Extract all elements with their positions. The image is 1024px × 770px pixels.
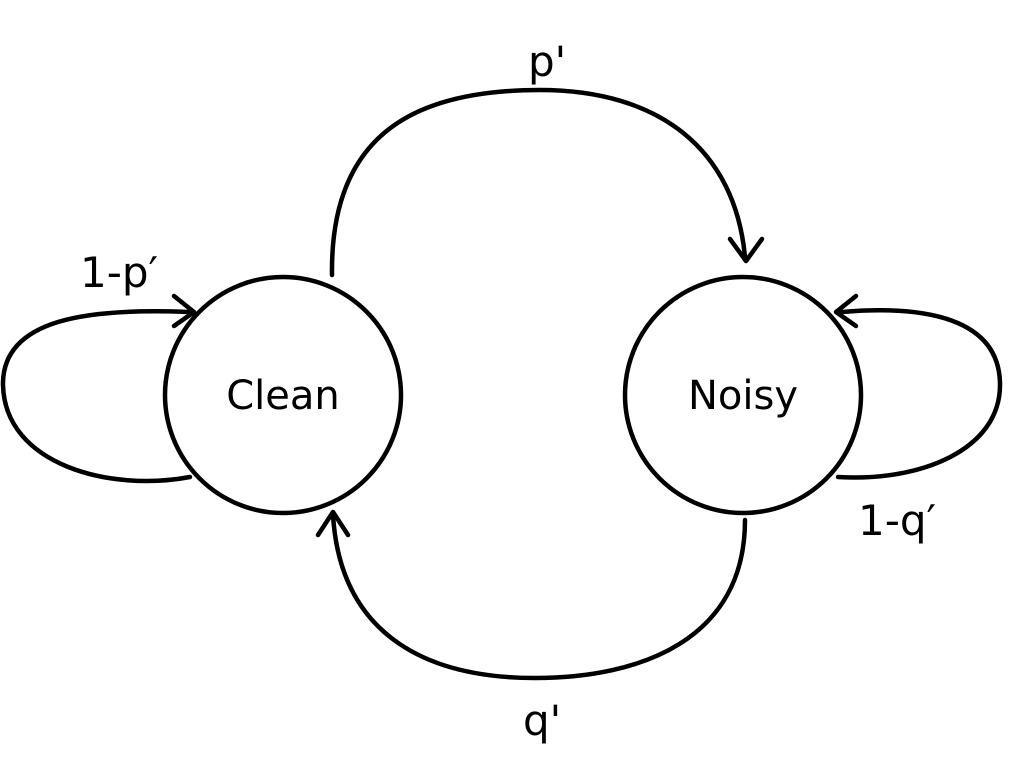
clean-to-noisy-arrowhead — [727, 236, 765, 264]
noisy-self-loop-edge — [835, 308, 1003, 480]
clean-state-label: Clean — [226, 373, 340, 419]
noisy-state-label: Noisy — [688, 373, 798, 419]
noisy-to-clean-edge — [330, 512, 748, 681]
noisy-to-clean-arrowhead — [315, 509, 351, 538]
clean-self-loop-arrowhead — [171, 293, 197, 329]
clean-to-noisy-edge — [329, 87, 748, 278]
clean-self-loop-label: 1-p′ — [80, 248, 158, 297]
noisy-state-node — [622, 274, 864, 516]
clean-state-node — [162, 274, 404, 516]
noisy-to-clean-label: q' — [523, 696, 561, 745]
clean-to-noisy-label: p' — [528, 37, 566, 86]
noisy-self-loop-arrowhead — [833, 293, 859, 329]
noisy-self-loop-label: 1-q′ — [858, 496, 936, 545]
clean-self-loop-edge — [0, 308, 193, 484]
